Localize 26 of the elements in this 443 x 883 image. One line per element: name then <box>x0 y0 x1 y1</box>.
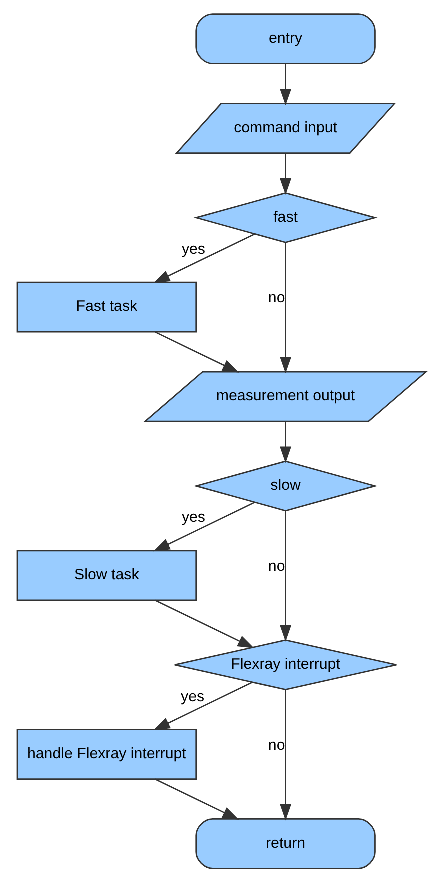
arrow <box>280 690 292 821</box>
arrow <box>280 243 292 374</box>
arrow <box>153 682 252 730</box>
node-box: handle Flexray interrupt <box>16 729 197 780</box>
arrow <box>154 778 239 820</box>
node-box: entry <box>195 14 376 65</box>
arrow <box>280 511 292 642</box>
edge-label: no <box>268 736 285 754</box>
arrow <box>154 332 239 373</box>
edge-label: no <box>268 558 285 575</box>
arrow <box>280 422 292 464</box>
edge-label: yes <box>180 688 204 706</box>
arrow <box>153 234 255 284</box>
edge-label: no <box>268 290 285 307</box>
arrow <box>153 502 255 552</box>
node-box: Slow task <box>16 550 197 602</box>
edge-label: yes <box>181 240 206 258</box>
node-box: Fast task <box>16 282 197 333</box>
node-diamond: slow <box>193 460 378 512</box>
arrow <box>280 154 292 195</box>
arrow <box>280 64 292 106</box>
arrow <box>154 600 254 649</box>
node-diamond: fast <box>193 192 378 244</box>
node-box: return <box>195 818 376 870</box>
edge-label: yes <box>181 509 206 526</box>
node-diamond: Flexray interrupt <box>174 640 397 691</box>
